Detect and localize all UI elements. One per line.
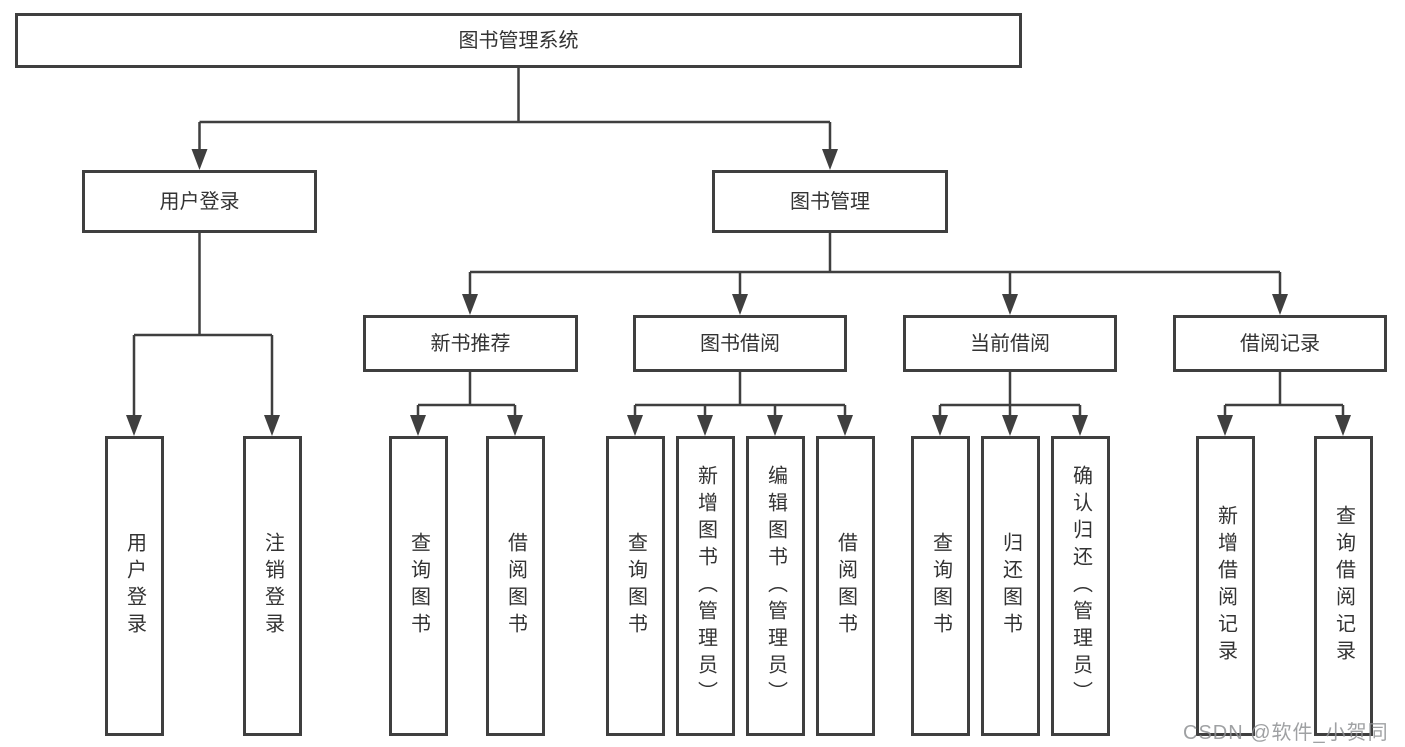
leaf-return-books: 归还图书: [981, 436, 1040, 736]
leaf-logout: 注销登录: [243, 436, 302, 736]
node-label: 归还图书: [999, 532, 1022, 640]
leaf-query-borrow-record: 查询借阅记录: [1314, 436, 1373, 736]
node-user-login-branch: 用户登录: [82, 170, 317, 233]
node-label: 用户登录: [159, 190, 240, 213]
node-library-management-system: 图书管理系统: [15, 13, 1022, 68]
node-current-borrowing: 当前借阅: [903, 315, 1117, 372]
node-label: 查询借阅记录: [1332, 505, 1355, 667]
leaf-add-books-admin: 新增图书（管理员）: [676, 436, 735, 736]
node-label: 新书推荐: [430, 332, 511, 355]
node-label: 借阅图书: [504, 532, 527, 640]
node-label: 当前借阅: [970, 332, 1050, 355]
node-label: 用户登录: [123, 532, 146, 640]
node-label: 查询图书: [624, 532, 647, 640]
leaf-borrow-books-2: 借阅图书: [816, 436, 875, 736]
node-label: 图书管理系统: [458, 29, 579, 52]
leaf-query-books-2: 查询图书: [606, 436, 665, 736]
csdn-watermark: CSDN @软件_小贺同学: [1183, 722, 1389, 744]
connector-lines: [132, 68, 1345, 432]
node-label: 借阅记录: [1240, 332, 1320, 355]
node-label: 查询图书: [407, 532, 430, 640]
leaf-edit-books-admin: 编辑图书（管理员）: [746, 436, 805, 736]
node-label: 注销登录: [261, 532, 284, 640]
node-label: 编辑图书（管理员）: [764, 464, 787, 708]
node-borrowing-records: 借阅记录: [1173, 315, 1387, 372]
node-label: 图书借阅: [700, 332, 780, 355]
node-label: 确认归还（管理员）: [1069, 464, 1092, 708]
leaf-query-books-3: 查询图书: [911, 436, 970, 736]
node-label: 图书管理: [790, 190, 870, 213]
node-label: 借阅图书: [834, 532, 857, 640]
node-new-book-recommendation: 新书推荐: [363, 315, 578, 372]
node-book-management-branch: 图书管理: [712, 170, 948, 233]
node-label: 新增借阅记录: [1214, 505, 1237, 667]
leaf-confirm-return-admin: 确认归还（管理员）: [1051, 436, 1110, 736]
leaf-user-login: 用户登录: [105, 436, 164, 736]
leaf-borrow-books-1: 借阅图书: [486, 436, 545, 736]
leaf-query-books-1: 查询图书: [389, 436, 448, 736]
node-label: 查询图书: [929, 532, 952, 640]
leaf-add-borrow-record: 新增借阅记录: [1196, 436, 1255, 736]
node-book-borrowing: 图书借阅: [633, 315, 847, 372]
node-label: 新增图书（管理员）: [694, 464, 717, 708]
